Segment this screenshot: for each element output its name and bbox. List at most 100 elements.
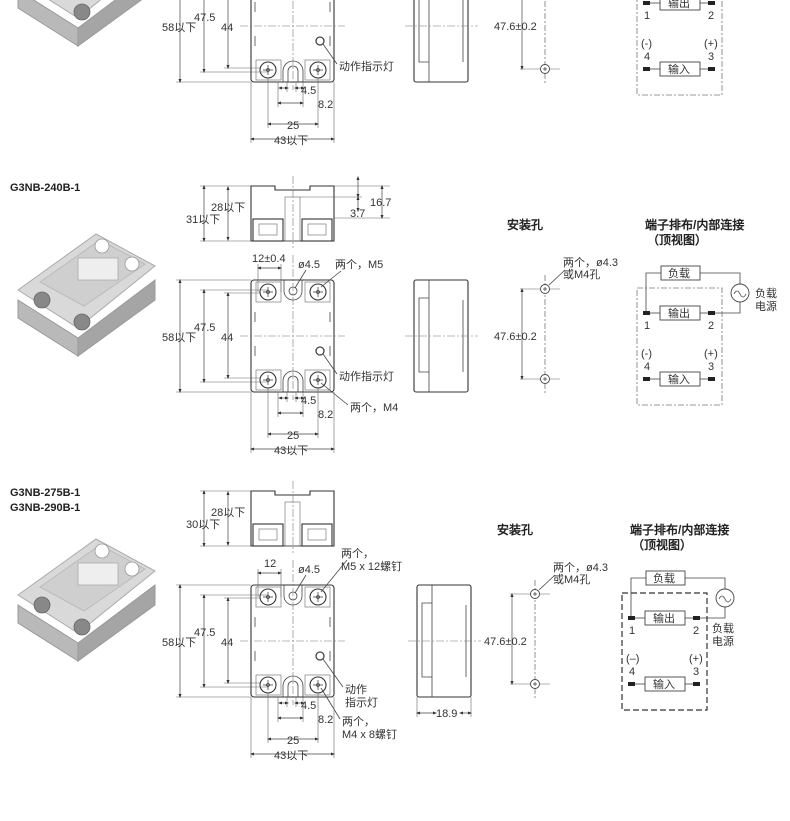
sine-wave — [718, 595, 732, 603]
input-label: 输入 — [653, 677, 675, 691]
model-name: G3NB-240B-1 — [10, 182, 80, 194]
terminal-block — [255, 674, 282, 696]
ac-source-icon — [715, 588, 735, 608]
terminal-icon — [708, 377, 715, 381]
body-height-label: 28以下 — [211, 507, 245, 519]
total-height-label: 58以下 — [162, 22, 196, 34]
terminal-1-label: 1 — [644, 320, 650, 332]
photo-right-side — [77, 278, 156, 357]
photo-hole — [94, 238, 110, 254]
top-screw-note: M5 x 12螺钉 — [341, 560, 402, 573]
indicator-lamp-icon — [315, 36, 325, 46]
center-rib — [284, 196, 301, 242]
terminal-block — [255, 369, 282, 391]
terminal-4-label: 4 — [644, 51, 650, 63]
load-wire — [685, 577, 726, 589]
side-view: 18.9 — [408, 584, 481, 720]
terminal-icon — [643, 377, 650, 381]
power-supply-label: 负载 — [755, 286, 777, 300]
mounting-holes-title: 安装孔 — [507, 217, 543, 232]
screw-center — [316, 595, 320, 599]
step-label: 3.7 — [350, 208, 365, 220]
hole-pitch-label: 47.6±0.2 — [494, 21, 537, 33]
photo-hole — [124, 561, 140, 577]
terminal-pitch-label: 25 — [287, 120, 299, 132]
terminal-cover — [301, 218, 333, 242]
indicator-label: 动作 — [345, 683, 367, 696]
output-box — [659, 0, 701, 11]
terminal-icon — [643, 311, 650, 315]
mounting-hole-note: 两个，ø4.3 — [563, 256, 618, 269]
product-photo — [17, 233, 156, 357]
bottom-screw-note: M4 x 8螺钉 — [342, 728, 397, 741]
load-wire — [630, 577, 646, 618]
section-2: G3NB-275B-1G3NB-290B-130以下28以下58以下47.544… — [10, 481, 735, 762]
hole-diameter-label: ø4.5 — [298, 564, 320, 576]
screw-center — [316, 290, 320, 294]
section-0: 58以下47.544动作指示灯4.58.22543以下47.6±0.2输出输入1… — [17, 0, 723, 147]
photo-screw — [33, 596, 51, 614]
terminal-block — [304, 674, 331, 696]
positive-label: (+) — [689, 653, 703, 665]
input-box — [659, 371, 701, 387]
load-label: 负载 — [668, 266, 690, 280]
terminal-cover — [252, 218, 284, 242]
terminal-icon — [693, 682, 700, 686]
photo-right-side — [77, 0, 143, 47]
photo-label — [77, 562, 119, 586]
terminal-block — [304, 586, 331, 608]
side-recess — [421, 602, 432, 678]
indicator-lamp-icon — [315, 346, 325, 356]
slot-label: 4.5 — [301, 700, 316, 712]
leader-line — [320, 687, 341, 720]
mounting-hole-note: 或M4孔 — [563, 268, 600, 281]
leader-line — [320, 559, 348, 593]
terminal-2-label: 2 — [693, 625, 699, 637]
ac-source-icon — [730, 283, 750, 303]
supply-wire — [715, 302, 741, 314]
screw-center — [266, 378, 270, 382]
mount-slot-inner — [287, 680, 299, 697]
internal-boundary — [636, 287, 723, 406]
terminal-pitch-label: 25 — [287, 735, 299, 747]
power-supply-label: 电源 — [755, 299, 777, 313]
input-box — [644, 676, 686, 692]
output-label: 输出 — [668, 0, 690, 10]
supply-wire — [700, 607, 726, 619]
screw-pitch-label: 12 — [264, 558, 276, 570]
screw-center — [266, 290, 270, 294]
bottom-screw-note: 两个， — [342, 715, 375, 728]
load-wire — [645, 272, 661, 313]
photo-hole — [94, 543, 110, 559]
terminal-window — [307, 223, 327, 236]
wiring-subtitle: （顶视图） — [632, 537, 692, 552]
mount-pitch-label: 44 — [221, 332, 233, 344]
indicator-label: 动作指示灯 — [339, 59, 394, 73]
mount-slot-inner — [287, 65, 299, 82]
photo-screw — [33, 291, 51, 309]
load-box — [660, 265, 701, 281]
internal-boundary — [636, 0, 723, 96]
hole-diameter-label: ø4.5 — [298, 259, 320, 271]
output-label: 输出 — [653, 611, 675, 625]
body-height-label: 28以下 — [211, 202, 245, 214]
height-label: 31以下 — [186, 214, 220, 226]
terminal-cover — [301, 523, 333, 547]
terminal-window — [307, 528, 327, 541]
output-label: 输出 — [668, 306, 690, 320]
leader-line — [294, 574, 307, 594]
mount-slot-inner — [287, 375, 299, 392]
terminal-icon — [693, 616, 700, 620]
terminal-cover — [252, 523, 284, 547]
screw-center — [316, 378, 320, 382]
mounting-holes-title: 安装孔 — [497, 522, 533, 537]
wiring-subtitle: （顶视图） — [647, 232, 707, 247]
leader-line — [548, 269, 566, 286]
leader-line — [294, 269, 307, 289]
